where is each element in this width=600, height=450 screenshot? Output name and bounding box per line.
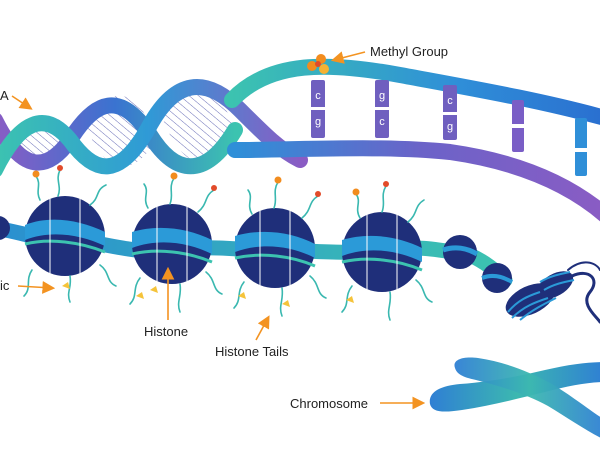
label-dna: A (0, 88, 33, 110)
condensed-chromatin-coil (505, 261, 600, 324)
histone-label: Histone (144, 324, 188, 339)
dna-top-ribbon (224, 58, 600, 125)
label-epigenetic: ic (0, 278, 56, 294)
epigenetic-label: ic (0, 278, 10, 293)
base-pair-rungs (311, 80, 587, 176)
label-chromosome: Chromosome (290, 396, 426, 411)
base-2-bottom: c (379, 116, 385, 128)
helix-strand-back (0, 97, 243, 175)
tail-methyl-marks (32, 165, 389, 197)
label-histone: Histone (144, 266, 188, 339)
dna-bottom-ribbon (227, 140, 600, 222)
label-methyl-group: Methyl Group (330, 44, 448, 64)
base-3-bottom: g (447, 121, 453, 133)
chromosome-label: Chromosome (290, 396, 368, 411)
helix-strand-front (0, 79, 308, 177)
methyl-group-label: Methyl Group (370, 44, 448, 59)
chromatin-strand (0, 165, 600, 324)
base-1-top: c (315, 90, 321, 102)
nucleosome-1 (24, 196, 106, 276)
acetyl-flags (62, 282, 354, 307)
nucleosome-2 (131, 204, 213, 284)
label-histone-tails: Histone Tails (215, 315, 289, 359)
nucleosome-partial (0, 216, 10, 240)
chromosome (429, 357, 600, 438)
base-1-bottom: g (315, 116, 321, 128)
histone-tails (23, 169, 433, 321)
methyl-group-icon (307, 54, 329, 74)
base-2-top: g (379, 90, 385, 102)
chromatid-2 (454, 357, 600, 438)
nucleosome-small (442, 235, 514, 293)
base-3-top: c (447, 95, 453, 107)
histone-tails-label: Histone Tails (215, 344, 289, 359)
nucleosome-3 (234, 208, 316, 288)
dna-helix: c g g c c g (0, 54, 600, 222)
nucleosome-4 (341, 212, 423, 292)
dna-label: A (0, 88, 9, 103)
